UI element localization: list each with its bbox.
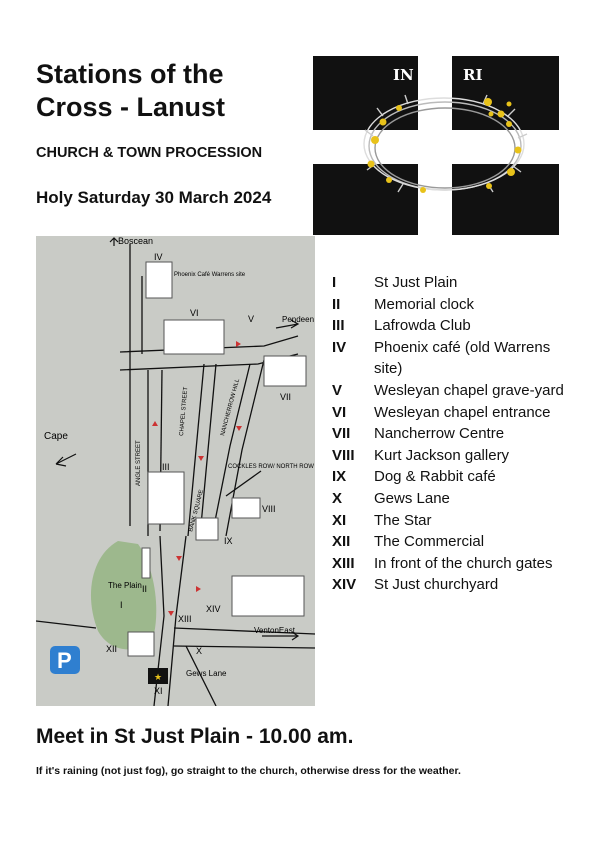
station-numeral: X xyxy=(332,489,343,507)
station-name: Lafrowda Club xyxy=(374,317,471,335)
label-the-plain: The Plain xyxy=(108,581,142,590)
list-item: IX Dog & Rabbit café xyxy=(332,466,572,488)
station-name: Gews Lane xyxy=(374,489,450,507)
map-marker-4: IV xyxy=(154,252,163,262)
map-marker-2: II xyxy=(142,584,147,594)
list-item: I St Just Plain xyxy=(332,272,572,294)
st-piran-flag-image: IN RI xyxy=(313,56,559,235)
list-item: III Lafrowda Club xyxy=(332,315,572,337)
inri-left-text: IN xyxy=(393,66,414,84)
station-name: Wesleyan chapel grave-yard xyxy=(374,381,564,399)
weather-note: If it's raining (not just fog), go strai… xyxy=(36,765,461,777)
nancherrow-centre-sketch xyxy=(263,355,307,387)
parking-label: P xyxy=(57,648,72,673)
station-numeral: XII xyxy=(332,533,351,551)
map-marker-12: XII xyxy=(106,644,117,654)
svg-text:★: ★ xyxy=(154,672,162,682)
list-item: XIV St Just churchyard xyxy=(332,574,572,596)
map-marker-7: VII xyxy=(280,392,291,402)
map-marker-5: V xyxy=(248,314,254,324)
station-numeral: XIV xyxy=(332,576,357,594)
map-marker-14: XIV xyxy=(206,604,221,614)
station-name: Kurt Jackson gallery xyxy=(374,446,510,464)
label-venton-east: VentonEast xyxy=(254,626,296,635)
map-marker-11: XI xyxy=(154,686,163,696)
phoenix-cafe-sketch xyxy=(145,261,173,299)
map-marker-3: III xyxy=(162,462,170,472)
station-numeral: III xyxy=(332,317,345,335)
event-date: Holy Saturday 30 March 2024 xyxy=(36,188,272,207)
meeting-info: Meet in St Just Plain - 10.00 am. xyxy=(36,725,354,748)
route-map: ★ P Boscean Pendeen Cape VentonEast The … xyxy=(36,236,315,706)
station-name: Dog & Rabbit café xyxy=(374,468,496,486)
lafrowda-club-sketch xyxy=(147,471,185,525)
map-marker-9: IX xyxy=(224,536,233,546)
map-marker-1: I xyxy=(120,600,123,610)
station-numeral: VIII xyxy=(332,446,355,464)
label-cape: Cape xyxy=(44,431,68,442)
list-item: X Gews Lane xyxy=(332,488,572,510)
list-item: XII The Commercial xyxy=(332,531,572,553)
label-chapel-street: CHAPEL STREET xyxy=(179,386,189,436)
map-marker-6: VI xyxy=(190,308,199,318)
station-numeral: II xyxy=(332,295,341,313)
station-name: In front of the church gates xyxy=(374,554,553,572)
list-item: VII Nancherrow Centre xyxy=(332,423,572,445)
label-boscean: Boscean xyxy=(118,236,153,246)
map-marker-8: VIII xyxy=(262,504,276,514)
stations-list: I St Just Plain II Memorial clock III Lafro… xyxy=(332,272,572,596)
station-name: St Just Plain xyxy=(374,274,458,291)
station-numeral: XIII xyxy=(332,554,355,572)
station-name: Phoenix café (old Warrens site) xyxy=(374,338,551,378)
label-gews-lane: Gews Lane xyxy=(186,669,227,678)
station-numeral: VII xyxy=(332,425,351,443)
memorial-clock-sketch xyxy=(141,547,151,579)
station-numeral: IV xyxy=(332,338,347,356)
subtitle: CHURCH & TOWN PROCESSION xyxy=(36,145,263,161)
label-cockles-row: COCKLES ROW/ NORTH ROW xyxy=(228,464,314,470)
station-name: Memorial clock xyxy=(374,295,475,313)
page-title: Stations of the Cross - Lanust xyxy=(36,59,226,122)
commercial-sketch xyxy=(127,631,155,657)
inri-right-text: RI xyxy=(463,66,482,84)
map-marker-13: XIII xyxy=(178,614,192,624)
station-name: St Just churchyard xyxy=(374,576,499,594)
dog-rabbit-sketch xyxy=(195,517,219,541)
list-item: VIII Kurt Jackson gallery xyxy=(332,445,572,467)
label-phoenix-note: Phoenix Café Warrens site xyxy=(174,272,246,278)
list-item: IV Phoenix café (old Warrens site) xyxy=(332,337,572,380)
station-name: Wesleyan chapel entrance xyxy=(374,403,551,421)
list-item: XIII In front of the church gates xyxy=(332,553,572,575)
list-item: V Wesleyan chapel grave-yard xyxy=(332,380,572,402)
list-item: II Memorial clock xyxy=(332,294,572,316)
station-name: The Commercial xyxy=(374,533,485,551)
gold-flowers xyxy=(367,98,522,193)
map-station-markers: I II III IV V VI VII VIII IX X XI XII XI… xyxy=(106,252,291,696)
station-numeral: I xyxy=(332,274,337,291)
station-numeral: IX xyxy=(332,468,347,486)
map-marker-10: X xyxy=(196,646,202,656)
parking-sign xyxy=(50,646,80,674)
station-name: Nancherrow Centre xyxy=(374,425,505,443)
label-angle-street: ANGLE STREET xyxy=(136,440,142,486)
station-numeral: VI xyxy=(332,403,347,421)
list-item: XI The Star xyxy=(332,510,572,532)
wesleyan-chapel-sketch xyxy=(163,319,225,355)
station-name: The Star xyxy=(374,511,432,529)
station-numeral: XI xyxy=(332,511,347,529)
label-pendeen: Pendeen xyxy=(282,315,314,324)
church-sketch xyxy=(231,575,305,617)
kurt-jackson-gallery-sketch xyxy=(231,497,261,519)
the-star-sign xyxy=(148,668,168,684)
list-item: VI Wesleyan chapel entrance xyxy=(332,402,572,424)
the-plain-area xyxy=(90,541,157,650)
station-numeral: V xyxy=(332,381,343,399)
route-arrows xyxy=(152,341,242,616)
